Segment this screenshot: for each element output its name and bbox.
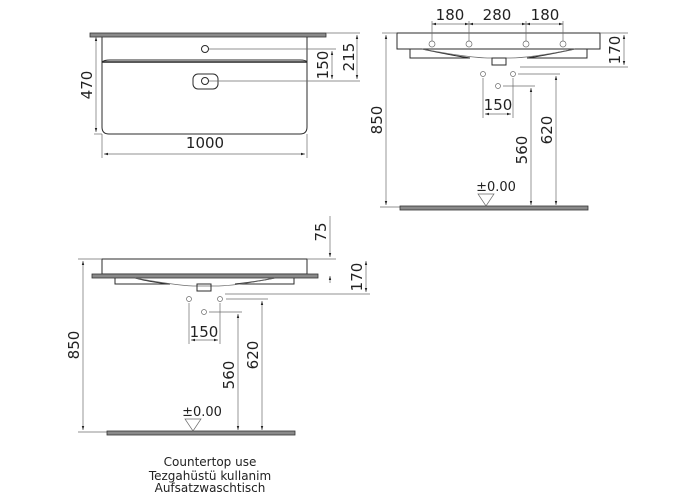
dim-waste-height-low: 560 [513,136,531,165]
floor-level-label: ±0.00 [476,180,516,195]
dim-waste-spacing: 150 [190,323,219,341]
drain-icon [201,77,209,85]
dim-width: 1000 [186,134,224,152]
countertop-strip [91,273,319,279]
floor-strip [399,205,589,211]
dim-depth: 470 [78,71,96,100]
floor-level-label: ±0.00 [182,405,222,420]
caption-line-tr: Tezgahüstü kullanim [148,469,272,483]
floor-level-marker-icon [477,193,495,207]
floor-strip [106,430,296,436]
caption-line-de: Aufsatzwaschtisch [154,481,266,495]
tap-hole-icon [201,45,209,53]
dim-drain-offset: 150 [314,51,332,80]
dim-waste-spacing: 150 [484,96,513,114]
dim-waste-height-low: 560 [220,361,238,390]
dim-tap-spacing-3: 180 [531,6,560,24]
drain-outline-icon [192,73,219,90]
floor-level-marker-icon [184,418,202,432]
dim-overall-height: 850 [368,106,386,135]
dim-waste-height-high: 620 [244,341,262,370]
dim-above-counter: 75 [312,222,330,241]
dim-rim-height: 170 [348,263,366,292]
dim-tap-spacing-2: 280 [483,6,512,24]
dim-tap-offset: 215 [340,43,358,72]
caption-line-en: Countertop use [163,455,257,469]
dim-waste-height-high: 620 [538,116,556,145]
dim-tap-spacing-1: 180 [436,6,465,24]
dim-rim-height: 170 [606,36,624,65]
wall-side-view: 180 280 180 170 150 560 620 850 ±0.00 [368,6,628,211]
top-view: 1000 470 150 215 [78,32,360,158]
dim-overall-height: 850 [65,331,83,360]
countertop-strip [89,32,327,38]
countertop-side-view: 75 170 150 560 620 850 ±0.00 [65,216,370,436]
